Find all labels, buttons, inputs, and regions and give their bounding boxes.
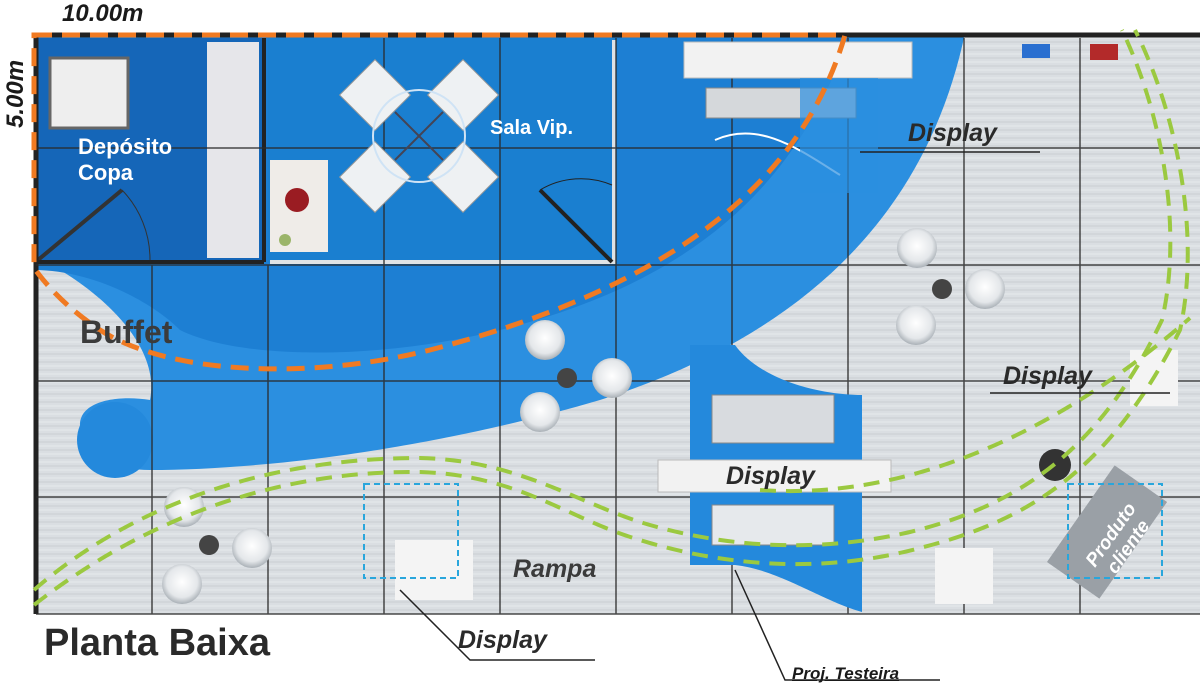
blue-band-end (77, 402, 153, 478)
vip-lounge-chairs-icon (338, 58, 500, 214)
top-display-pedestal (800, 78, 878, 193)
display-label-bottom: Display (458, 626, 547, 654)
width-dimension-label: 10.00m (62, 0, 144, 27)
pedestal-bottom-right (935, 548, 993, 604)
display-label-right: Display (1003, 362, 1092, 390)
orange-dashed-boundary (31, 32, 849, 372)
motor-icon (711, 394, 835, 444)
dashed-box-bottom (363, 483, 459, 579)
display-label-top: Display (908, 119, 997, 147)
leader-lines (399, 151, 1170, 681)
deposito-copa-label: Depósito Copa (78, 134, 173, 185)
display-label-center: Display (726, 462, 815, 490)
badge-reader-icon (1022, 44, 1050, 58)
red-device-icon (1090, 44, 1118, 60)
green-dashed-ramp (32, 29, 1192, 607)
motor-icon-2 (711, 504, 835, 546)
depth-dimension-label: 5.00m (2, 59, 29, 128)
deposito-counter (207, 42, 259, 258)
produto-cliente-box (1046, 465, 1168, 599)
table-with-chairs-icon (896, 228, 1005, 345)
fridge-icon (48, 56, 130, 130)
buffet-label: Buffet (80, 314, 173, 350)
proj-testeira-note: Proj. Testeira (792, 664, 900, 683)
rampa-label: Rampa (513, 555, 597, 583)
top-display-panel (683, 41, 913, 79)
planta-baixa-title: Planta Baixa (44, 622, 270, 664)
produto-dashed-box (1067, 483, 1163, 579)
table-with-chairs-icon (520, 320, 632, 432)
pedestal-bottom-left (395, 540, 473, 600)
sala-vip-label: Sala Vip. (490, 117, 574, 139)
